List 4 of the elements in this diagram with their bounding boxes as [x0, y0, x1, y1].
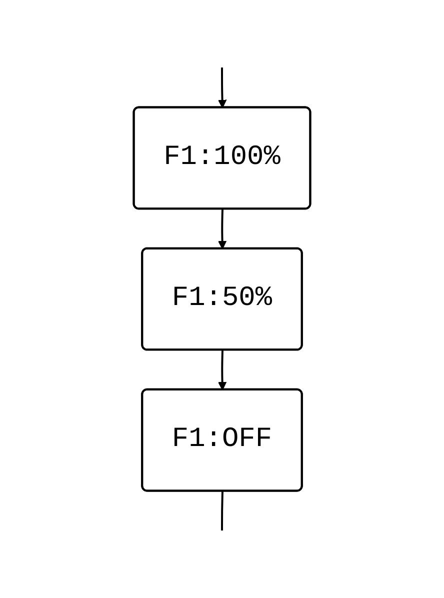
arrow — [218, 350, 227, 390]
connector — [221, 491, 224, 530]
arrow — [218, 209, 227, 250]
arrow — [218, 68, 227, 108]
